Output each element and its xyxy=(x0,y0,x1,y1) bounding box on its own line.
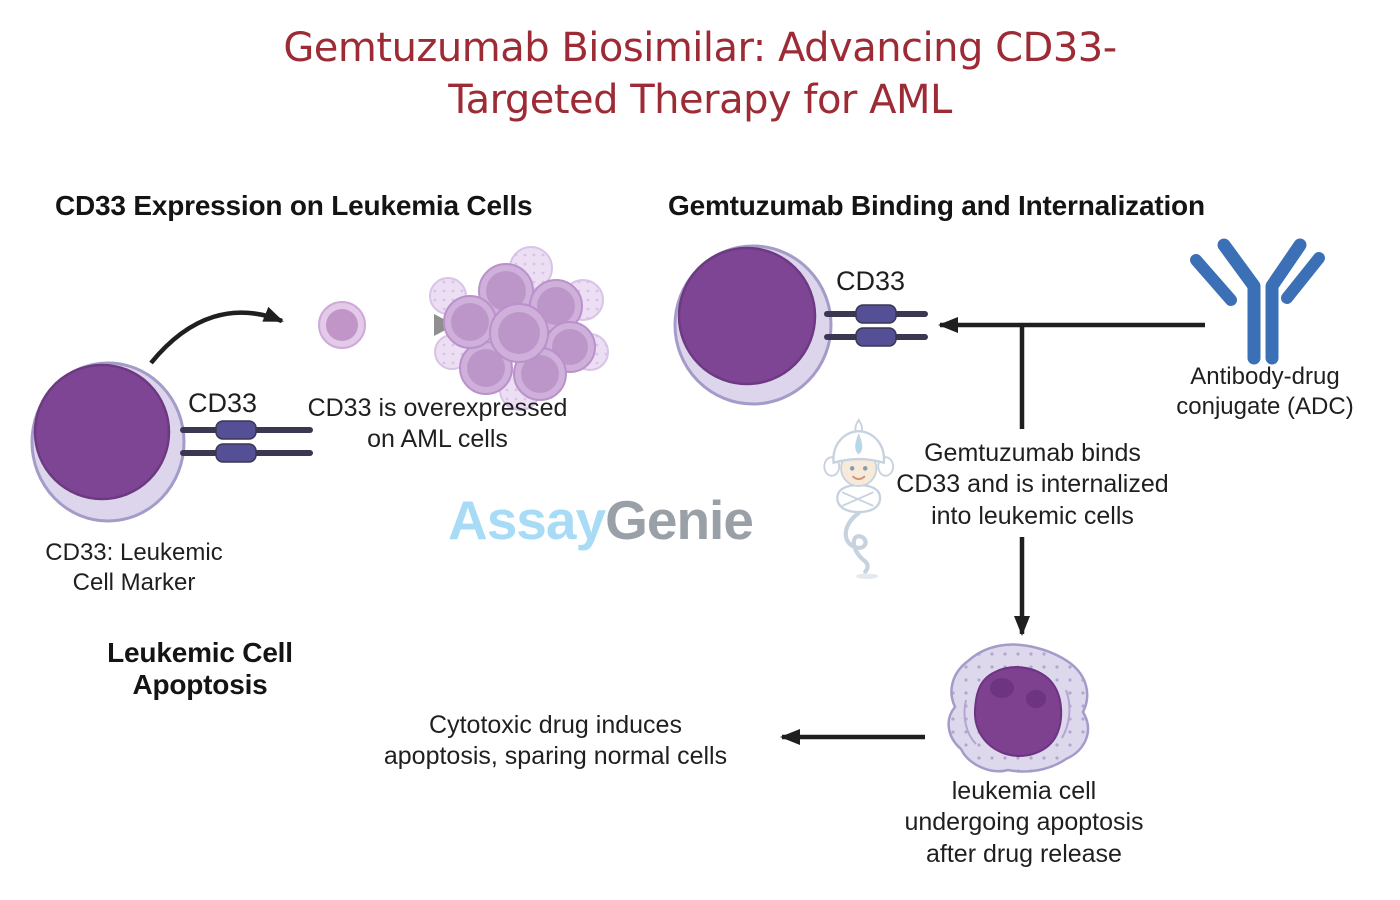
heading-binding: Gemtuzumab Binding and Internalization xyxy=(668,190,1205,221)
antibody-y-icon xyxy=(1190,238,1325,365)
diagram-title: Gemtuzumab Biosimilar: Advancing CD33- T… xyxy=(283,25,1117,123)
apoptotic-cell xyxy=(947,643,1090,773)
proliferation-arrow xyxy=(149,306,284,365)
aml-cell-single xyxy=(318,301,366,349)
apoptotic-cell-caption: leukemia cell undergoing apoptosis after… xyxy=(904,777,1144,868)
watermark-brand-first: Assay xyxy=(448,489,606,551)
cd33-label-left: CD33 xyxy=(188,388,258,418)
overexpressed-caption: CD33 is overexpressed on AML cells xyxy=(307,394,568,454)
adc-caption: Antibody-drug conjugate (ADC) xyxy=(1176,363,1354,420)
watermark-brand-second: Genie xyxy=(605,489,754,551)
heading-apoptosis: Leukemic Cell Apoptosis xyxy=(107,637,293,700)
leukemic-marker-caption: CD33: Leukemic Cell Marker xyxy=(45,539,223,596)
cd33-label-right: CD33 xyxy=(836,266,906,296)
cd33-receptor-left xyxy=(180,420,313,463)
target-leukemia-cell xyxy=(673,244,833,406)
genie-icon xyxy=(823,417,895,580)
internalization-caption: Gemtuzumab binds CD33 and is internalize… xyxy=(896,439,1169,530)
cd33-receptor-right xyxy=(824,304,928,347)
leukemia-cell xyxy=(30,361,186,523)
heading-expression: CD33 Expression on Leukemia Cells xyxy=(55,190,533,221)
cytotoxic-caption: Cytotoxic drug induces apoptosis, sparin… xyxy=(383,711,728,771)
watermark-text: AssayGenie xyxy=(448,488,754,552)
aml-cell-cluster xyxy=(429,246,609,411)
